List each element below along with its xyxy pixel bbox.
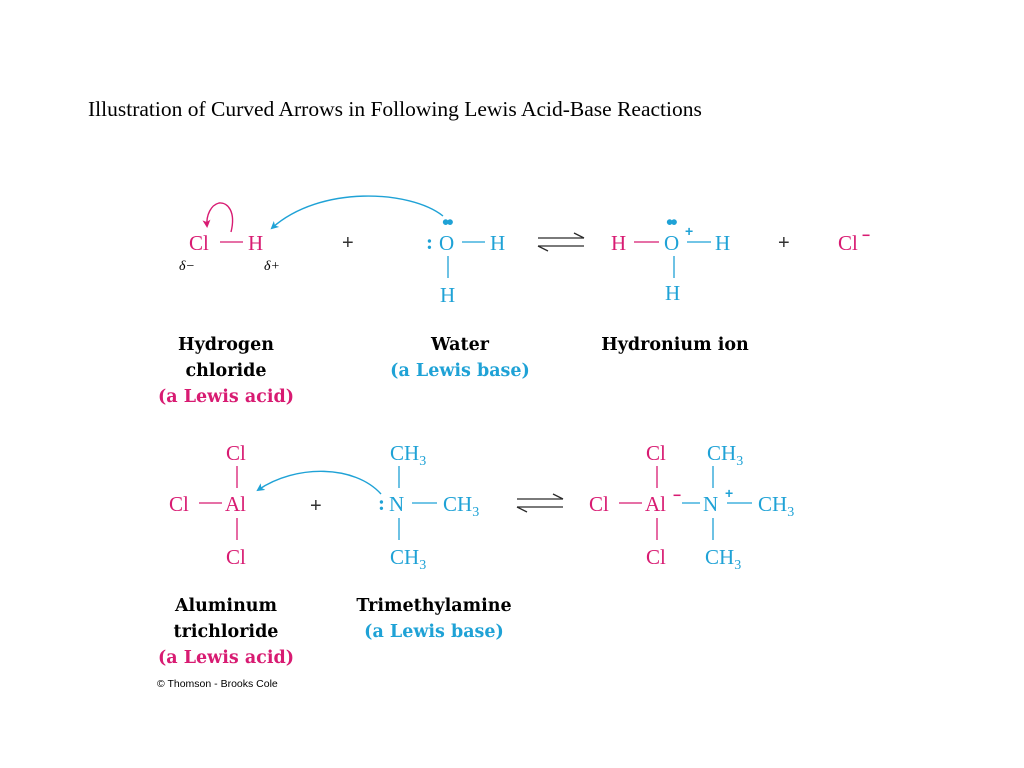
alcl3-role-label: (a Lewis acid) (158, 648, 294, 668)
hydrogen-atom-right: H (715, 231, 730, 255)
trimethylamine-role-label: (a Lewis base) (364, 622, 504, 642)
partial-negative-label: δ− (179, 259, 195, 274)
plus-sign: + (310, 495, 322, 517)
methyl-group-bottom: CH3 (705, 545, 741, 573)
reaction-1: Cl H δ− δ+ + •• : O H H (158, 195, 870, 407)
hydrogen-atom-bottom: H (440, 283, 455, 307)
positive-charge: + (685, 223, 693, 239)
hydronium-oxygen-atom: O (664, 231, 679, 255)
trimethylamine-molecule: CH3 : N CH3 CH3 (256, 441, 479, 573)
chlorine-atom-top: Cl (226, 441, 246, 465)
chlorine-atom-bottom: Cl (226, 545, 246, 569)
hydronium-name-label: Hydronium ion (601, 335, 749, 355)
chlorine-atom: Cl (189, 231, 209, 255)
lewis-adduct-product: Cl Cl Al − Cl CH3 N + CH3 CH3 (589, 441, 794, 573)
negative-charge: − (673, 487, 681, 503)
negative-charge: − (862, 227, 870, 243)
plus-sign: + (778, 232, 790, 254)
equilibrium-arrow (537, 232, 585, 252)
page-title: Illustration of Curved Arrows in Followi… (88, 97, 702, 121)
water-molecule: •• : O H H (270, 195, 505, 307)
oxygen-lone-pair-left: : (426, 230, 433, 254)
equilibrium-arrow (516, 493, 564, 513)
reverse-arrow-barb (516, 506, 528, 513)
nitrogen-atom: N (703, 492, 718, 516)
aluminum-atom: Al (225, 492, 246, 516)
reaction-2: Cl Cl Al Cl + CH3 : N CH3 CH3 (158, 441, 794, 668)
lone-pair-to-hydrogen-curved-arrow (270, 195, 444, 230)
hydrogen-atom-left: H (611, 231, 626, 255)
hydrogen-atom-right: H (490, 231, 505, 255)
methyl-group-right: CH3 (443, 492, 479, 520)
aluminum-atom: Al (645, 492, 666, 516)
chlorine-atom-top: Cl (646, 441, 666, 465)
methyl-group-bottom: CH3 (390, 545, 426, 573)
nitrogen-atom: N (389, 492, 404, 516)
plus-sign: + (342, 232, 354, 254)
positive-charge: + (725, 485, 733, 501)
methyl-group-right: CH3 (758, 492, 794, 520)
chlorine-atom-bottom: Cl (646, 545, 666, 569)
reaction-2-captions: Aluminum trichloride (a Lewis acid) Trim… (158, 596, 512, 668)
nitrogen-lone-pair: : (378, 491, 385, 515)
hydrogen-atom: H (248, 231, 263, 255)
forward-arrow-barb (573, 232, 585, 239)
hcl-name-line-1: Hydrogen (178, 335, 274, 355)
hydrogen-chloride-molecule: Cl H δ− δ+ (179, 202, 280, 274)
chloride-atom: Cl (838, 231, 858, 255)
water-role-label: (a Lewis base) (390, 361, 530, 381)
partial-positive-label: δ+ (264, 259, 280, 274)
chlorine-atom-left: Cl (169, 492, 189, 516)
reaction-1-captions: Hydrogen chloride (a Lewis acid) Water (… (158, 335, 749, 407)
trimethylamine-name-label: Trimethylamine (356, 596, 511, 616)
copyright-credit: © Thomson - Brooks Cole (157, 678, 278, 690)
methyl-group-top: CH3 (707, 441, 743, 469)
lone-pair-to-aluminum-curved-arrow (256, 470, 382, 495)
hydrogen-atom-bottom: H (665, 281, 680, 305)
alcl3-name-line-1: Aluminum (174, 596, 278, 616)
methyl-group-top: CH3 (390, 441, 426, 469)
oxygen-atom: O (439, 231, 454, 255)
water-name-label: Water (430, 335, 490, 355)
bond-to-chlorine-curved-arrow (202, 202, 234, 233)
chloride-ion: Cl − (838, 227, 870, 255)
reverse-arrow-barb (537, 245, 549, 252)
hcl-role-label: (a Lewis acid) (158, 387, 294, 407)
alcl3-name-line-2: trichloride (174, 622, 279, 642)
hcl-name-line-2: chloride (186, 361, 267, 381)
chlorine-atom-left: Cl (589, 492, 609, 516)
hydronium-ion: H •• O + H H (611, 210, 730, 305)
aluminum-trichloride-molecule: Cl Cl Al Cl (169, 441, 246, 569)
forward-arrow-barb (552, 493, 564, 500)
